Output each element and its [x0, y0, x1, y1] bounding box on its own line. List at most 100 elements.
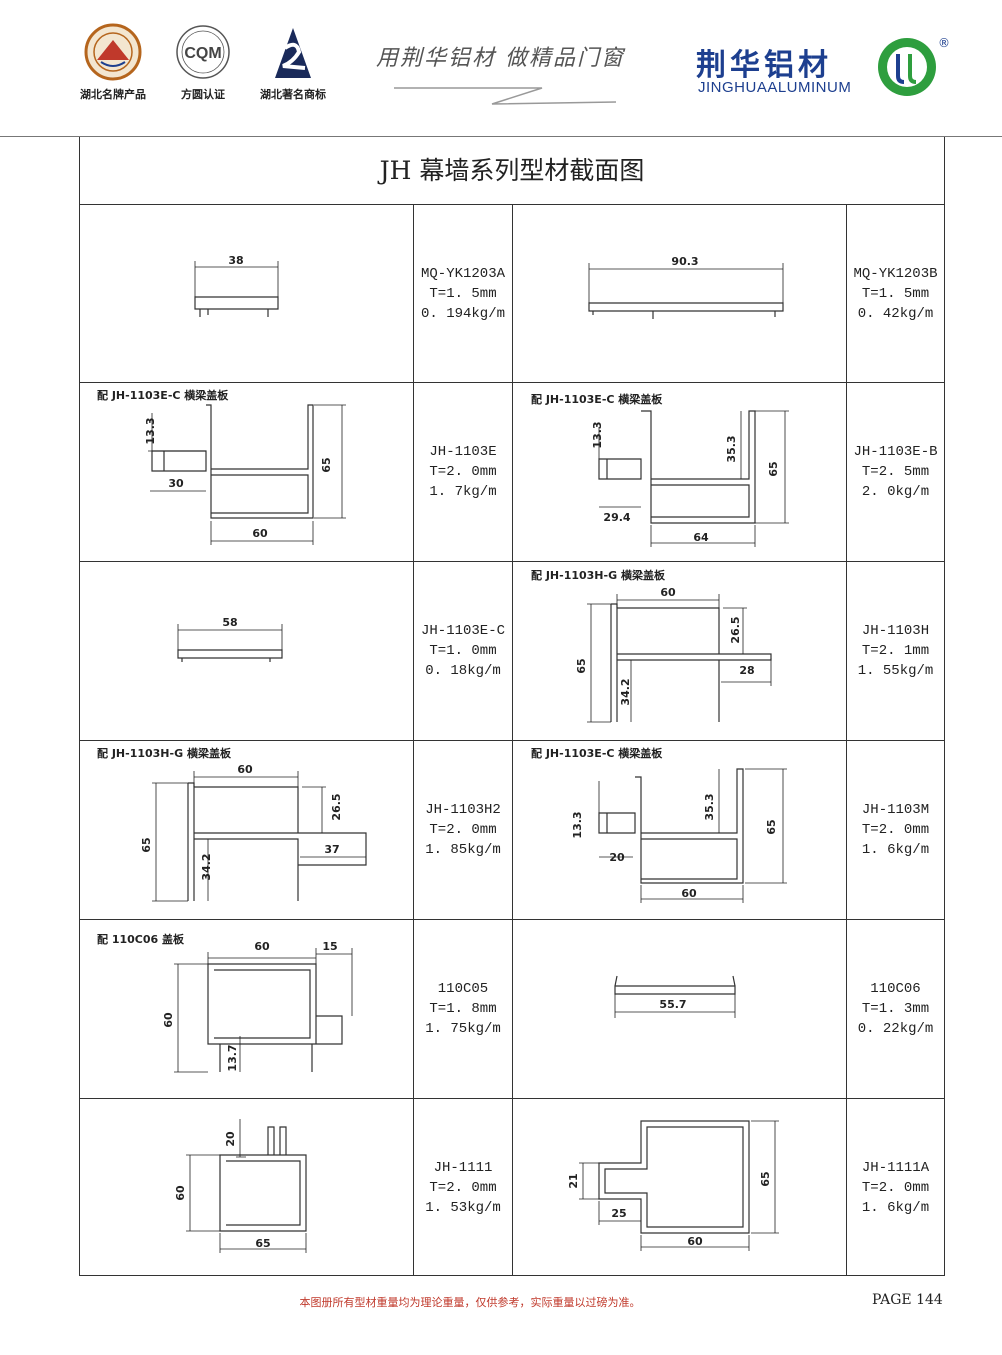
profile-weight: 2. 0kg/m — [861, 484, 930, 500]
dim-label: 60 — [162, 1012, 175, 1028]
dim-label: 13.3 — [571, 811, 584, 838]
profile-drawing-jh-1103e-c: 58 — [177, 616, 283, 662]
badge-label: 湖北名牌产品 — [80, 88, 146, 101]
dim-label: 21 — [567, 1173, 580, 1188]
dim-label: 65 — [320, 457, 333, 472]
profile-code: MQ-YK1203A — [420, 265, 505, 282]
profile-info-mq-yk1203a: MQ-YK1203A T=1. 5mm 0. 194kg/m — [414, 205, 512, 382]
badge-cqm: CQM 方圆认证 — [158, 22, 248, 102]
profile-info-jh-1103m: JH-1103M T=2. 0mm 1. 6kg/m — [847, 741, 944, 919]
pair-note: 配 JH-1103E-C 横梁盖板 — [97, 389, 229, 402]
dim-label: 64 — [693, 531, 709, 544]
profile-drawing-jh-1103h2: 60 26.5 65 37 34.2 — [140, 763, 367, 902]
profile-code: JH-1103H2 — [425, 802, 501, 818]
dim-label: 26.5 — [330, 793, 343, 820]
profile-drawing-jh-1103m: 13.3 35.3 65 20 60 — [571, 768, 787, 903]
profile-code: JH-1103M — [861, 802, 930, 818]
hubei-brand-seal-icon — [84, 23, 142, 81]
dim-label: 13.3 — [591, 421, 604, 448]
cqm-certification-icon: CQM — [176, 25, 230, 79]
dim-label: 58 — [222, 616, 237, 629]
dim-label: 60 — [174, 1185, 187, 1201]
profile-code: JH-1111 — [433, 1159, 493, 1176]
profile-drawing-jh-1103e: 13.3 30 60 65 — [144, 404, 346, 545]
profile-thickness: T=2. 5mm — [861, 464, 930, 480]
profile-weight: 1. 6kg/m — [861, 1199, 930, 1216]
dim-label: 65 — [575, 658, 588, 673]
profile-drawing-jh-1111: 20 60 65 — [174, 1119, 307, 1253]
dim-label: 65 — [759, 1171, 772, 1186]
profile-thickness: T=2. 1mm — [861, 643, 930, 659]
column-divider — [512, 204, 513, 1276]
profile-code: JH-1103E-B — [853, 444, 938, 460]
column-divider — [413, 204, 414, 1276]
profile-info-jh-1103h: JH-1103H T=2. 1mm 1. 55kg/m — [847, 562, 944, 740]
profile-info-jh-1103e: JH-1103E T=2. 0mm 1. 7kg/m — [414, 383, 512, 561]
pair-note: 配 110C06 盖板 — [97, 933, 185, 946]
profile-code: 110C06 — [870, 981, 921, 997]
profile-thickness: T=1. 5mm — [861, 285, 930, 302]
profile-code: JH-1103H — [861, 623, 930, 639]
profile-info-mq-yk1203b: MQ-YK1203B T=1. 5mm 0. 42kg/m — [847, 205, 944, 382]
profile-thickness: T=1. 5mm — [429, 285, 497, 302]
profile-drawing-110c06: 55.7 — [614, 975, 736, 1018]
page-header: 湖北名牌产品 CQM 方圆认证 湖北著名商标 用荆华铝材 做精品门窗 荆华铝材 … — [0, 0, 1002, 138]
dim-label: 25 — [611, 1207, 626, 1220]
profile-code: JH-1111A — [861, 1159, 930, 1176]
profile-drawing-jh-1111a: 21 65 25 60 — [567, 1120, 779, 1251]
profile-thickness: T=1. 8mm — [429, 1001, 497, 1017]
profile-info-jh-1103e-b: JH-1103E-B T=2. 5mm 2. 0kg/m — [847, 383, 944, 561]
cqm-logo-text: CQM — [184, 45, 221, 62]
dim-label: 60 — [252, 527, 268, 540]
dim-label: 26.5 — [729, 616, 742, 643]
registered-mark: ® — [938, 36, 950, 50]
profile-weight: 1. 53kg/m — [425, 1199, 501, 1216]
profile-weight: 1. 7kg/m — [429, 484, 497, 500]
dim-label: 55.7 — [659, 998, 686, 1011]
dim-label: 65 — [255, 1237, 270, 1250]
profile-drawing-110c05: 60 15 60 13.7 — [162, 940, 353, 1073]
dim-label: 65 — [767, 461, 780, 476]
dim-label: 30 — [168, 477, 184, 490]
column-divider — [846, 204, 847, 1276]
dim-label: 60 — [254, 940, 270, 953]
dim-label: 60 — [687, 1235, 703, 1248]
profile-info-jh-1103e-c: JH-1103E-C T=1. 0mm 0. 18kg/m — [414, 562, 512, 740]
profile-code: MQ-YK1203B — [853, 265, 938, 282]
profile-weight: 0. 194kg/m — [420, 305, 505, 322]
badge-famous-trademark: 湖北著名商标 — [248, 22, 338, 102]
profile-info-jh-1103h2: JH-1103H2 T=2. 0mm 1. 85kg/m — [414, 741, 512, 919]
dim-label: 60 — [237, 763, 253, 776]
dim-label: 29.4 — [603, 511, 630, 524]
profile-info-110c06: 110C06 T=1. 3mm 0. 22kg/m — [847, 920, 944, 1098]
famous-trademark-icon — [275, 28, 311, 78]
pair-note: 配 JH-1103E-C 横梁盖板 — [531, 393, 663, 406]
dim-label: 34.2 — [619, 678, 632, 705]
dim-label: 13.7 — [226, 1044, 239, 1071]
dim-label: 65 — [765, 819, 778, 834]
profile-drawing-mq-yk1203a: 38 — [194, 254, 279, 317]
brand-name-en: JINGHUAALUMINUM — [698, 79, 852, 96]
badge-label: 湖北著名商标 — [260, 88, 326, 101]
profile-weight: 1. 85kg/m — [425, 842, 501, 858]
profile-code: JH-1103E-C — [420, 623, 505, 639]
profile-weight: 0. 42kg/m — [857, 305, 934, 322]
dim-label: 60 — [681, 887, 697, 900]
profile-thickness: T=2. 0mm — [861, 1179, 930, 1196]
slogan-underline-icon — [394, 87, 617, 105]
dim-label: 15 — [322, 940, 337, 953]
pair-note: 配 JH-1103E-C 横梁盖板 — [531, 747, 663, 760]
dim-label: 90.3 — [671, 255, 698, 268]
dim-label: 28 — [739, 664, 754, 677]
profile-info-jh-1111a: JH-1111A T=2. 0mm 1. 6kg/m — [847, 1099, 944, 1276]
dim-label: 35.3 — [725, 435, 738, 462]
profile-thickness: T=2. 0mm — [429, 822, 497, 838]
brand-name-cn: 荆华铝材 — [696, 48, 832, 83]
dim-label: 20 — [224, 1131, 237, 1147]
profile-thickness: T=1. 0mm — [429, 643, 497, 659]
profile-drawing-jh-1103h: 60 26.5 65 28 34.2 — [575, 586, 772, 723]
page-title: JH 幕墙系列型材截面图 — [379, 156, 645, 185]
page-number: PAGE 144 — [872, 1292, 943, 1308]
profile-thickness: T=1. 3mm — [861, 1001, 930, 1017]
dim-label: 35.3 — [703, 793, 716, 820]
